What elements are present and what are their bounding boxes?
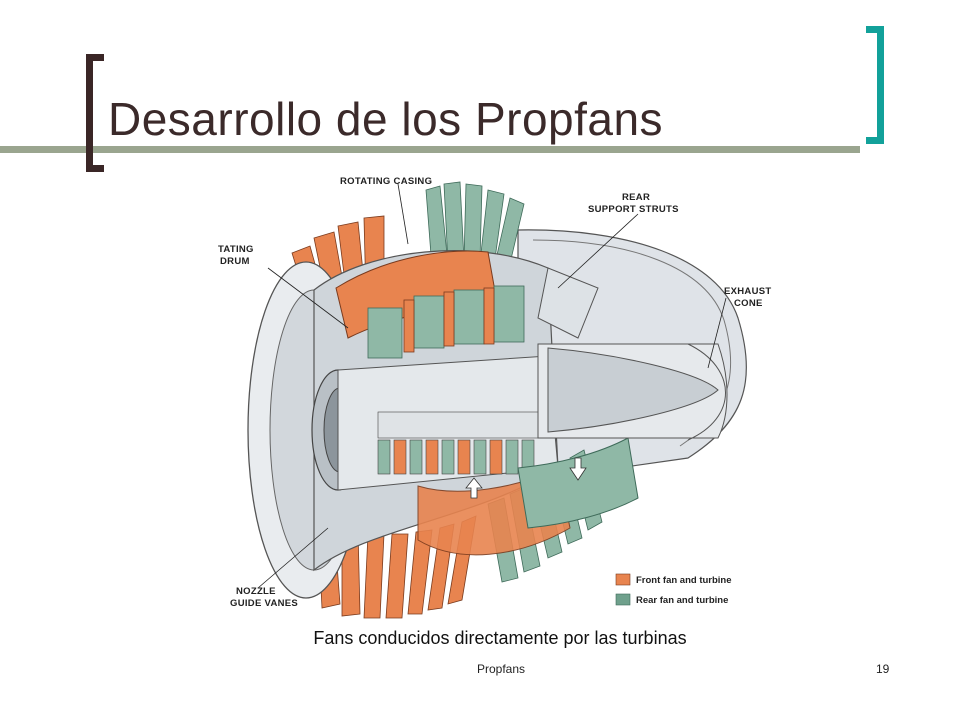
label-rotating-drum-line1: TATING xyxy=(218,244,254,255)
label-nozzle-line2: GUIDE VANES xyxy=(230,598,298,609)
label-rear-support-line1: REAR xyxy=(622,192,650,203)
slide-title: Desarrollo de los Propfans xyxy=(108,93,664,145)
legend-label-front: Front fan and turbine xyxy=(636,575,732,586)
title-rule xyxy=(0,146,860,153)
label-rear-support-line2: SUPPORT STRUTS xyxy=(588,204,679,215)
legend-swatch-rear xyxy=(615,593,631,606)
legend-swatch-front xyxy=(615,573,631,586)
legend-label-rear: Rear fan and turbine xyxy=(636,595,728,606)
label-rotating-casing: ROTATING CASING xyxy=(340,176,432,187)
left-bracket-decoration xyxy=(86,54,104,172)
label-exhaust-line2: CONE xyxy=(734,298,763,309)
figure-caption: Fans conducidos directamente por las tur… xyxy=(313,628,687,648)
label-exhaust-line1: EXHAUST xyxy=(724,286,772,297)
label-nozzle-line1: NOZZLE xyxy=(236,586,276,597)
label-rotating-drum-line2: DRUM xyxy=(220,256,250,267)
slide-footer: Propfans xyxy=(476,662,526,676)
right-bracket-decoration xyxy=(866,26,884,144)
engine-cutaway-figure: ROTATING CASING REAR SUPPORT STRUTS TATI… xyxy=(218,168,794,624)
page-number: 19 xyxy=(876,662,890,676)
engine-cutaway-illustration: ROTATING CASING REAR SUPPORT STRUTS TATI… xyxy=(218,176,772,619)
